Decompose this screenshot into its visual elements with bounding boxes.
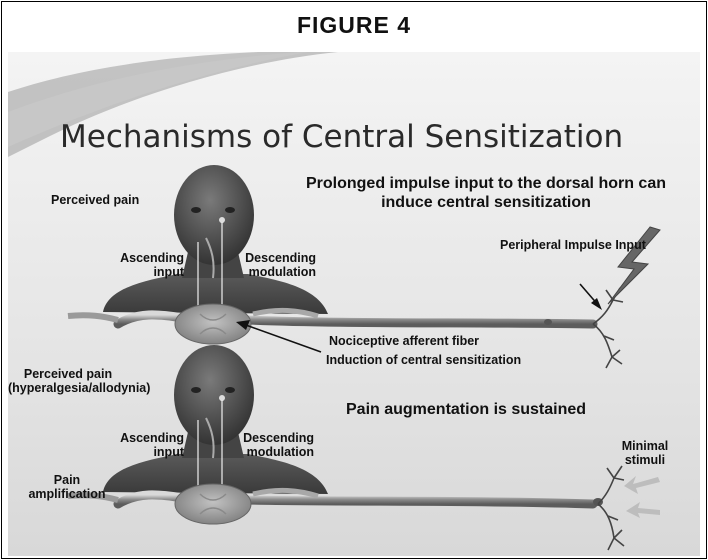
minimal-stimuli-line2: stimuli bbox=[615, 453, 675, 467]
top-descending-line2: modulation bbox=[234, 265, 316, 279]
top-ascending-line1: Ascending bbox=[102, 251, 184, 265]
pain-amplification-line2: amplification bbox=[12, 487, 122, 501]
figure-title: FIGURE 4 bbox=[2, 12, 706, 39]
bottom-descending-line2: modulation bbox=[232, 445, 314, 459]
bottom-descending-line1: Descending bbox=[232, 431, 314, 445]
bottom-descending-label: Descending modulation bbox=[232, 431, 314, 459]
minimal-stimuli-arrows bbox=[624, 476, 660, 518]
nociceptive-fiber-label: Nociceptive afferent fiber bbox=[329, 334, 479, 348]
top-headline-line1: Prolonged impulse input to the dorsal ho… bbox=[276, 174, 696, 193]
top-head bbox=[174, 165, 254, 265]
pain-amplification-label: Pain amplification bbox=[12, 473, 122, 501]
perceived-pain-label: Perceived pain bbox=[51, 193, 139, 207]
top-ascending-label: Ascending input bbox=[102, 251, 184, 279]
induction-label: Induction of central sensitization bbox=[326, 353, 521, 367]
bottom-spinal-cord bbox=[175, 484, 251, 524]
bottom-headline: Pain augmentation is sustained bbox=[346, 400, 586, 419]
top-ascending-line2: input bbox=[102, 265, 184, 279]
peripheral-input-label: Peripheral Impulse Input bbox=[500, 238, 646, 252]
bottom-nerve-ending bbox=[598, 466, 624, 550]
bottom-ascending-line2: input bbox=[102, 445, 184, 459]
minimal-stimuli-label: Minimal stimuli bbox=[615, 439, 675, 467]
top-headline-line2: induce central sensitization bbox=[276, 193, 696, 212]
bottom-head bbox=[174, 345, 254, 445]
bottom-ascending-line1: Ascending bbox=[102, 431, 184, 445]
minimal-stimuli-line1: Minimal bbox=[615, 439, 675, 453]
top-descending-line1: Descending bbox=[234, 251, 316, 265]
pain-amplification-line1: Pain bbox=[12, 473, 122, 487]
bottom-perceived-pain-line2: (hyperalgesia/allodynia) bbox=[8, 381, 128, 395]
slide: Mechanisms of Central Sensitization bbox=[8, 52, 700, 556]
bottom-perceived-pain-label: Perceived pain (hyperalgesia/allodynia) bbox=[8, 367, 128, 395]
bottom-perceived-pain-line1: Perceived pain bbox=[8, 367, 128, 381]
top-descending-label: Descending modulation bbox=[234, 251, 316, 279]
bottom-ascending-label: Ascending input bbox=[102, 431, 184, 459]
top-headline: Prolonged impulse input to the dorsal ho… bbox=[276, 174, 696, 212]
